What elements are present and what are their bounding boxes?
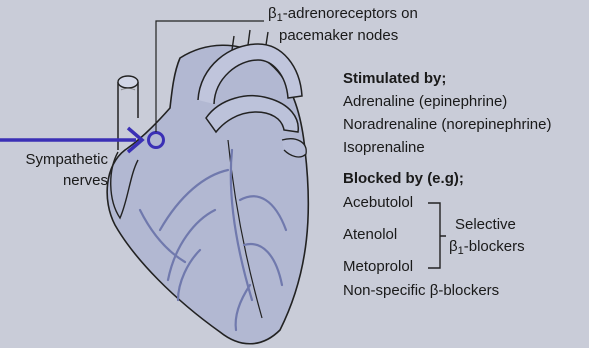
selective-label-line1: Selective bbox=[455, 216, 516, 234]
selective-drug: Atenolol bbox=[343, 226, 397, 244]
selective-bracket bbox=[428, 203, 446, 268]
receptor-label-line1: β1-adrenoreceptors on bbox=[268, 5, 418, 23]
beta-symbol: β bbox=[268, 5, 277, 22]
stimulant-item: Noradrenaline (norepinephrine) bbox=[343, 116, 551, 134]
nerve-label-line1: Sympathetic bbox=[0, 151, 108, 169]
stimulated-heading: Stimulated by; bbox=[343, 70, 446, 88]
selective-drug: Metoprolol bbox=[343, 258, 413, 276]
nerve-label-line2: nerves bbox=[0, 172, 108, 190]
nonspecific-blockers: Non-specific β-blockers bbox=[343, 282, 499, 300]
selective-drug: Acebutolol bbox=[343, 194, 413, 212]
blocked-heading: Blocked by (e.g); bbox=[343, 170, 464, 188]
stimulant-item: Adrenaline (epinephrine) bbox=[343, 93, 507, 111]
receptor-label-text: -adrenoreceptors on bbox=[283, 5, 418, 22]
receptor-label-line2: pacemaker nodes bbox=[279, 27, 398, 45]
stimulant-item: Isoprenaline bbox=[343, 139, 425, 157]
selective-label-line2: β1-blockers bbox=[449, 238, 525, 256]
beta-symbol: β bbox=[449, 238, 458, 255]
selective-label-text: -blockers bbox=[464, 238, 525, 255]
